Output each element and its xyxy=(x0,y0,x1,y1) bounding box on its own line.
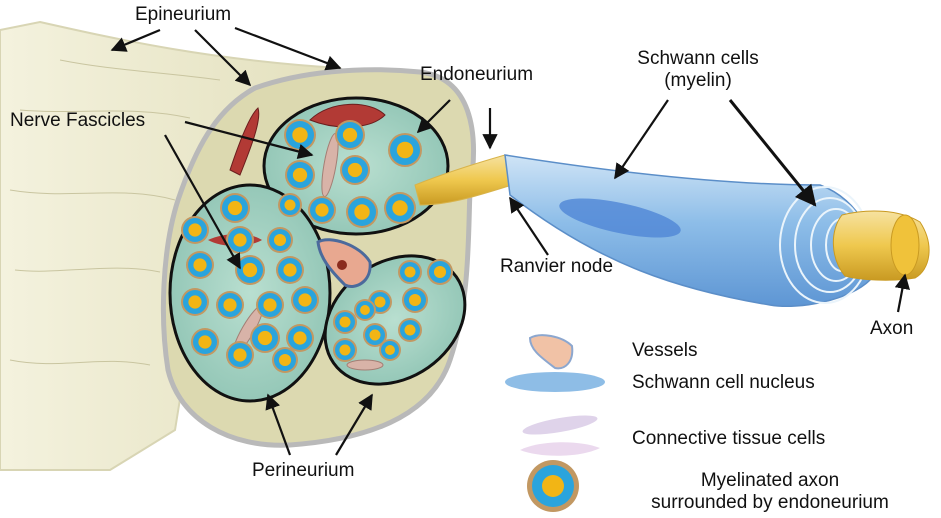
label-epineurium: Epineurium xyxy=(135,4,231,26)
axon-core xyxy=(188,295,201,308)
label-schwann-cells-line1: Schwann cells xyxy=(628,48,768,70)
axon-core xyxy=(340,317,351,328)
label-endoneurium: Endoneurium xyxy=(420,64,533,86)
axon-core xyxy=(409,294,421,306)
axon-core xyxy=(397,142,414,159)
axon-core xyxy=(233,233,246,246)
axon-core xyxy=(283,263,296,276)
axon-core xyxy=(434,266,446,278)
axon-core xyxy=(354,204,369,219)
label-axon: Axon xyxy=(870,318,913,340)
label-schwann-cells: Schwann cells (myelin) xyxy=(628,48,768,92)
label-ranvier-node: Ranvier node xyxy=(500,256,613,278)
axon-core xyxy=(360,305,370,315)
label-nerve-fascicles: Nerve Fascicles xyxy=(10,110,145,132)
axon-core xyxy=(188,223,201,236)
legend-connective-cell-icon xyxy=(520,412,600,456)
axon-core xyxy=(198,335,211,348)
axon-core xyxy=(392,200,407,215)
legend-label-myelinated-axon: Myelinated axon surrounded by endoneuriu… xyxy=(620,470,920,514)
axon-core xyxy=(315,203,328,216)
axon-core xyxy=(263,298,276,311)
axon-core xyxy=(405,267,416,278)
legend-label-connective-cells: Connective tissue cells xyxy=(632,428,825,450)
axon-core xyxy=(223,298,236,311)
legend-label-vessels: Vessels xyxy=(632,340,697,362)
axon-core xyxy=(343,128,357,142)
axon-core xyxy=(385,345,395,355)
axon-core xyxy=(228,201,242,215)
axon-core xyxy=(233,348,246,361)
axon-core xyxy=(243,263,257,277)
axon-core xyxy=(274,234,286,246)
legend-myelinated-axon-icon xyxy=(527,460,579,512)
legend-label-schwann-nucleus: Schwann cell nucleus xyxy=(632,372,815,394)
axon-core xyxy=(285,200,296,211)
legend-label-myelinated-axon-line1: Myelinated axon xyxy=(620,470,920,492)
label-schwann-cells-line2: (myelin) xyxy=(628,70,768,92)
label-perineurium: Perineurium xyxy=(252,460,354,482)
nerve-fiber xyxy=(415,155,929,306)
axon-core xyxy=(292,127,307,142)
axon-core xyxy=(405,325,416,336)
axon-core xyxy=(298,293,311,306)
axon-core xyxy=(293,331,306,344)
axon-core xyxy=(348,163,362,177)
schwann-cell-sheath xyxy=(505,155,873,306)
legend-label-myelinated-axon-line2: surrounded by endoneurium xyxy=(620,492,920,514)
axon-core xyxy=(370,330,381,341)
legend-schwann-nucleus-icon xyxy=(505,372,605,392)
axon-core xyxy=(340,345,351,356)
axon-core xyxy=(375,297,386,308)
axon-core xyxy=(258,331,272,345)
axon-core xyxy=(279,354,291,366)
axon-core xyxy=(193,258,206,271)
legend-vessel-icon xyxy=(530,335,572,368)
axon-core xyxy=(293,168,307,182)
